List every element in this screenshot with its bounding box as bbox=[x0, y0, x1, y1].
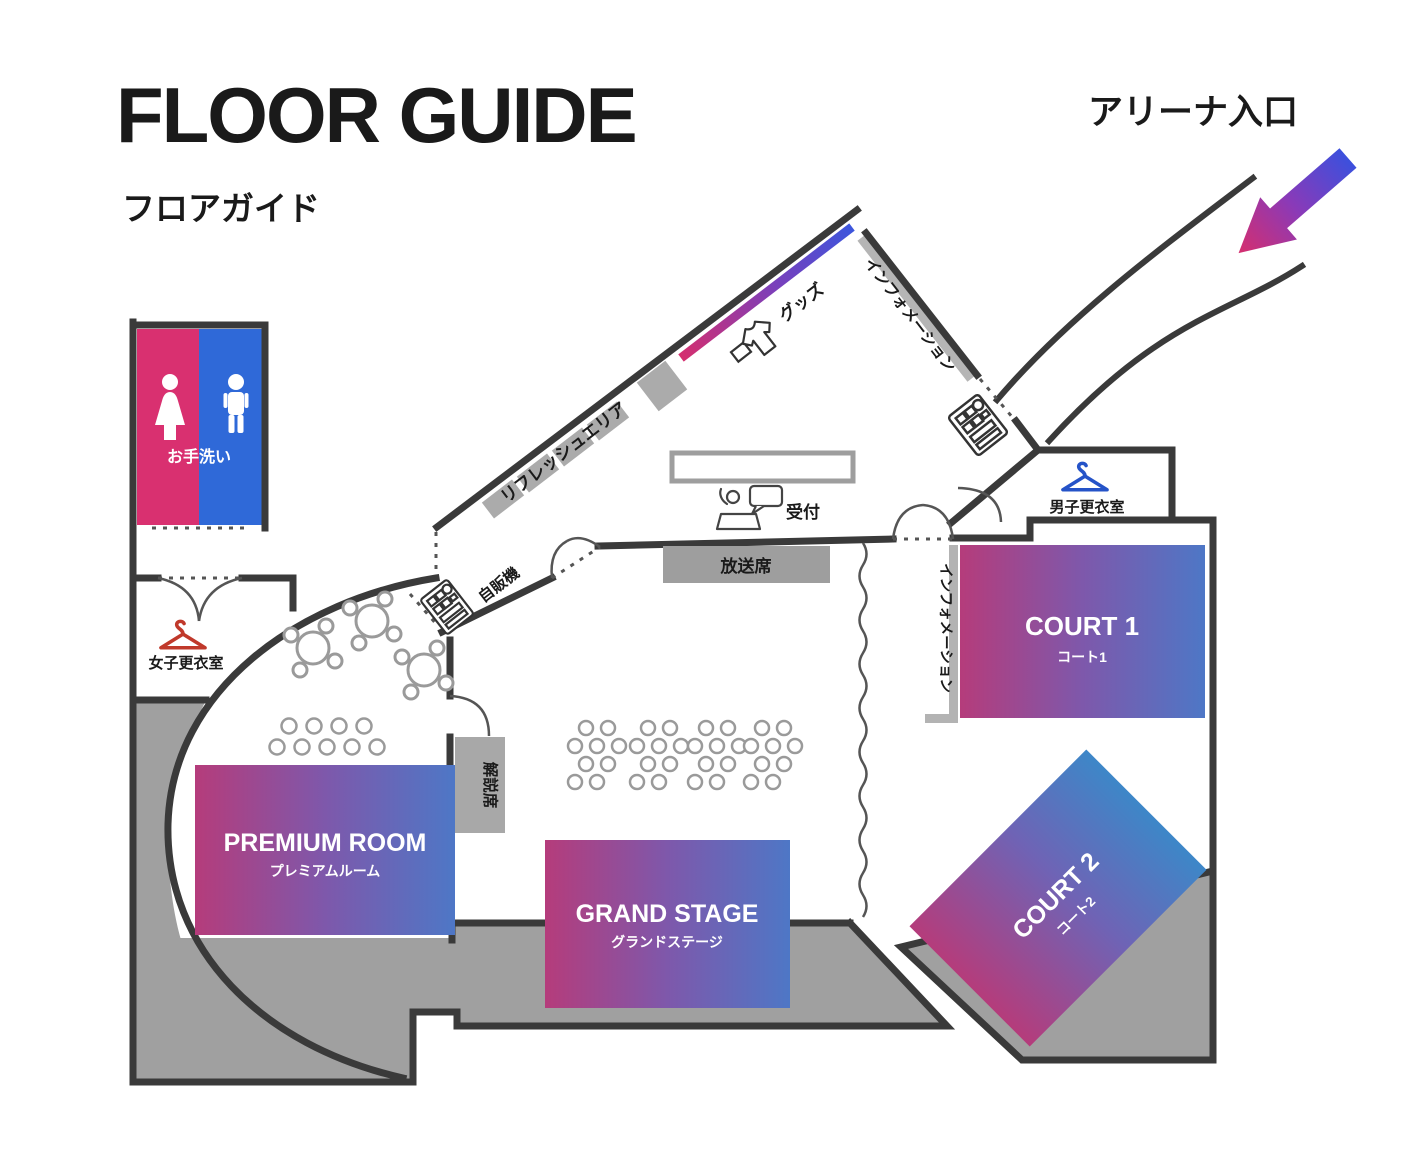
door-openings bbox=[152, 378, 1015, 627]
information-counter: インフォメーション bbox=[925, 545, 958, 723]
commentary-seats-label: 解説席 bbox=[481, 762, 500, 809]
information-corridor-label: インフォメーション bbox=[861, 255, 959, 375]
premium-room-name-ja: プレミアムルーム bbox=[270, 863, 381, 879]
reception-icon bbox=[715, 484, 784, 531]
premium-room: PREMIUM ROOM プレミアムルーム bbox=[195, 765, 455, 935]
court-2: COURT 2 コート2 bbox=[909, 749, 1207, 1047]
stage-audience-dots bbox=[566, 719, 804, 791]
corridor-left-wall bbox=[432, 205, 862, 532]
man-icon bbox=[223, 374, 249, 433]
information-court-label: インフォメーション bbox=[937, 563, 953, 693]
men-locker-label: 男子更衣室 bbox=[1049, 498, 1124, 516]
woman-icon bbox=[155, 374, 185, 440]
hanger-icon bbox=[1061, 461, 1109, 492]
vending-machine-icon bbox=[946, 392, 1010, 458]
premium-room-name: PREMIUM ROOM bbox=[224, 829, 427, 857]
page-title: FLOOR GUIDE bbox=[116, 71, 638, 159]
grand-stage-name-ja: グランドステージ bbox=[611, 934, 723, 950]
curtain-divider bbox=[858, 542, 868, 918]
grand-stage: GRAND STAGE グランドステージ bbox=[545, 840, 790, 1008]
reception-desk bbox=[669, 450, 856, 484]
restroom-label: お手洗い bbox=[167, 447, 231, 466]
refresh-area-label: リフレッシュエリア bbox=[497, 399, 630, 507]
restroom-area: お手洗い bbox=[137, 329, 262, 525]
refresh-benches bbox=[481, 360, 688, 519]
bottom-floor-slab bbox=[133, 923, 947, 1082]
women-locker-label: 女子更衣室 bbox=[148, 654, 223, 672]
commentary-seats: 解説席 bbox=[455, 737, 505, 833]
page-subtitle: フロアガイド bbox=[122, 190, 320, 227]
entrance-wall-left bbox=[992, 173, 1258, 405]
premium-curved-wall bbox=[164, 573, 441, 1083]
door-arcs bbox=[157, 486, 1003, 737]
broadcast-seats: 放送席 bbox=[663, 546, 830, 583]
entrance-wall-right bbox=[1044, 261, 1307, 446]
left-crescent-floor bbox=[133, 700, 206, 940]
goods-gradient-stripe bbox=[678, 223, 855, 362]
goods-icon bbox=[729, 320, 777, 364]
goods-label: グッズ bbox=[775, 279, 828, 326]
vending-machine-icon bbox=[418, 578, 476, 636]
reception-label: 受付 bbox=[786, 502, 820, 522]
walls bbox=[129, 173, 1307, 1086]
grand-stage-name: GRAND STAGE bbox=[576, 900, 759, 928]
premium-standing-dots bbox=[268, 717, 386, 756]
information-gray-stripe bbox=[857, 235, 975, 382]
corridor-right-wall bbox=[861, 228, 982, 380]
hanger-icon bbox=[159, 619, 207, 650]
broadcast-seats-label: 放送席 bbox=[720, 556, 772, 576]
arena-entrance-label: アリーナ入口 bbox=[1088, 93, 1299, 132]
court-1-name-ja: コート1 bbox=[1057, 649, 1107, 665]
court-1-name: COURT 1 bbox=[1025, 611, 1139, 641]
court-1: COURT 1 コート1 bbox=[960, 545, 1205, 718]
entrance-arrow-icon bbox=[1238, 148, 1357, 254]
vending-label: 自販機 bbox=[474, 563, 523, 607]
